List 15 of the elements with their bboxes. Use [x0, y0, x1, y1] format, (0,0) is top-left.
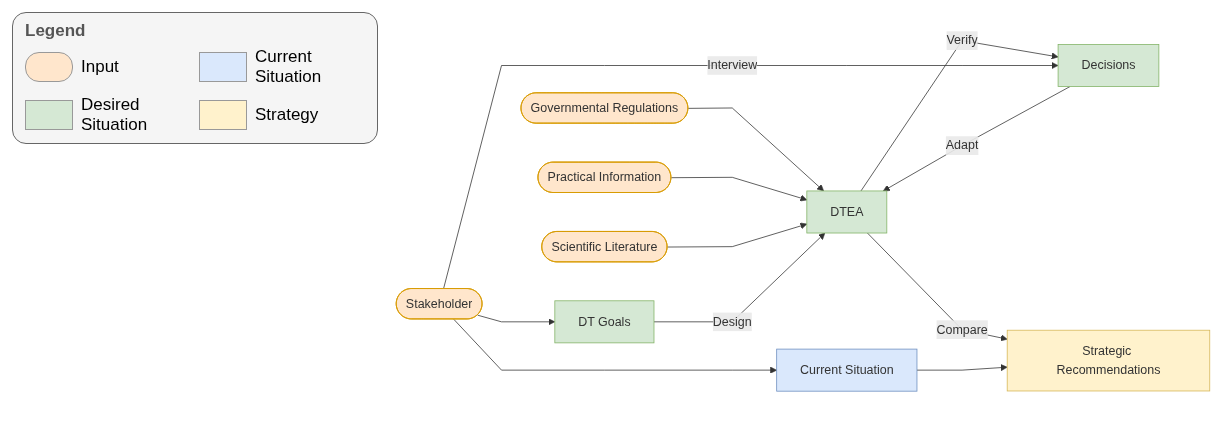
- legend-title: Legend: [25, 21, 87, 41]
- node-box: DT Goals: [554, 300, 655, 344]
- edge-label: Interview: [707, 58, 758, 73]
- legend-label: Strategy: [255, 105, 319, 125]
- edge-label: Verify: [946, 33, 978, 48]
- node-box: Current Situation: [776, 349, 918, 392]
- edge-label: Adapt: [945, 138, 979, 153]
- legend-label: Current Situation: [255, 47, 323, 87]
- edge-label: Design: [712, 315, 752, 329]
- node-box: Decisions: [1057, 44, 1160, 88]
- legend-label: Input: [81, 57, 119, 77]
- edge-label: Compare: [936, 322, 988, 337]
- node-box: Strategic Recommendations: [1006, 330, 1211, 392]
- node-box: DTEA: [806, 190, 888, 234]
- legend-label: Desired Situation: [81, 95, 149, 135]
